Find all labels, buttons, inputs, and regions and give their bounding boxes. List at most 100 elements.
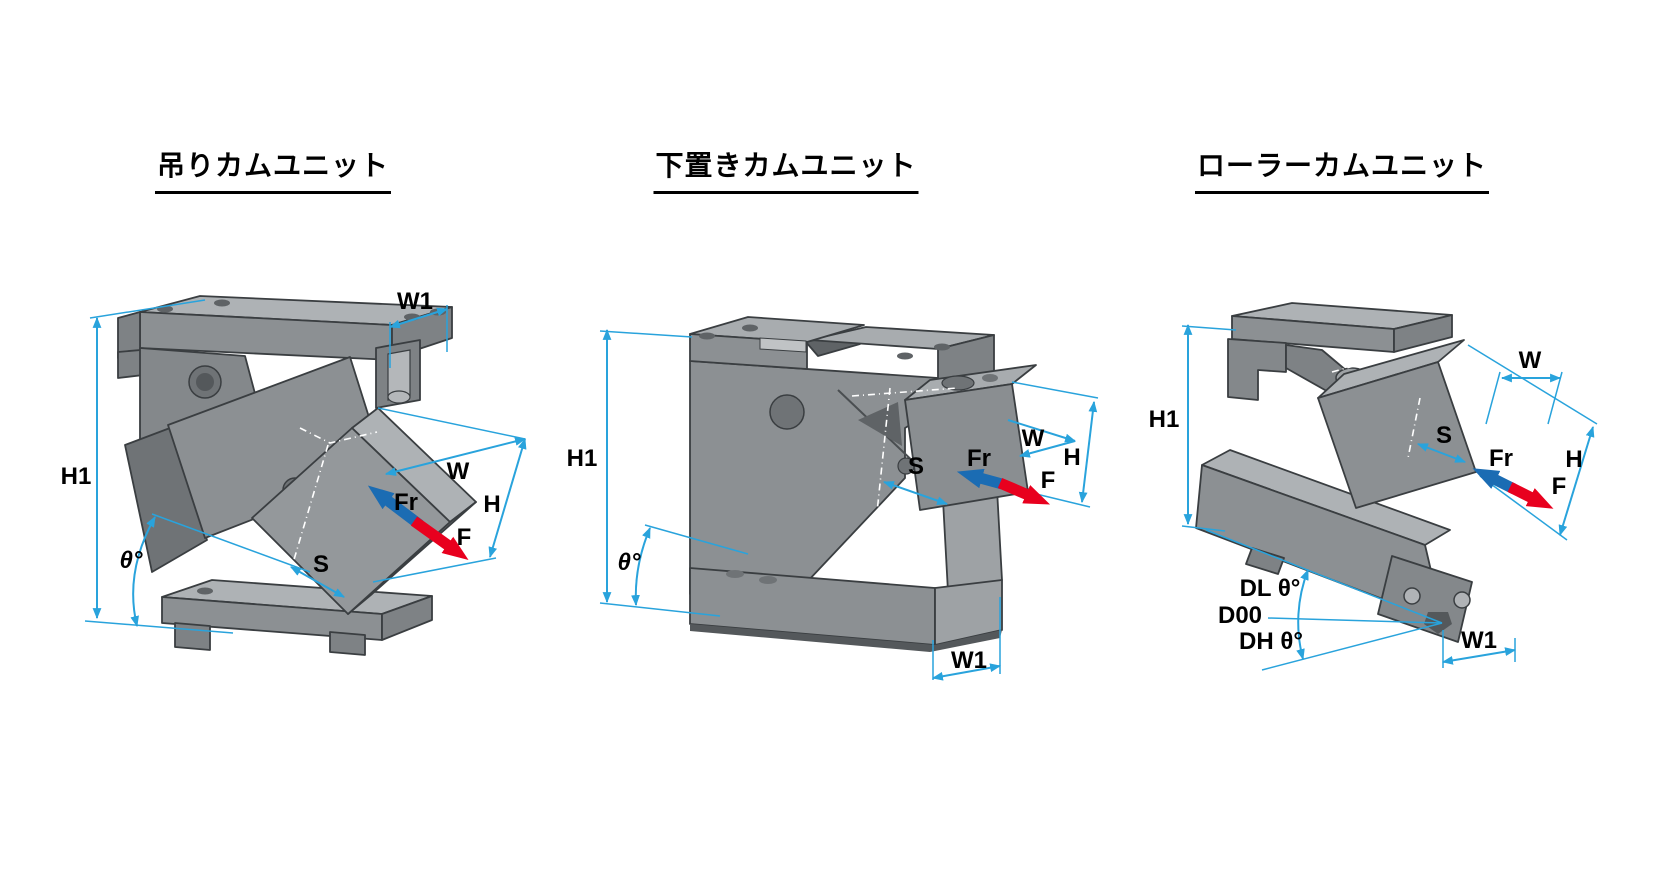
h-dimension: [1558, 425, 1595, 537]
dimension-lines: [599, 328, 1099, 681]
label-h: H: [483, 491, 500, 518]
dl-angle-line: [1205, 529, 1443, 624]
label-theta: θ°: [120, 547, 143, 574]
extension-line: [1027, 491, 1091, 508]
label-s: S: [1436, 422, 1452, 449]
hole: [769, 394, 805, 430]
title-bottom-mounted-cam-unit: 下置きカムユニット: [653, 144, 919, 194]
bolt-head: [1403, 587, 1421, 605]
label-h: H: [1565, 446, 1582, 473]
extension-line: [1181, 525, 1226, 532]
theta-arc: [130, 516, 156, 628]
w-dimension: [1018, 440, 1076, 458]
centerline: [299, 427, 378, 444]
guide-pin: [387, 390, 411, 404]
bolt-hole: [742, 324, 758, 332]
label-fr: Fr: [1489, 445, 1513, 472]
label-fr: Fr: [394, 489, 418, 516]
bolt-hole: [726, 570, 744, 578]
diagram-bottom-mounted-cam-unit: H1 θ° W H Fr F S W1: [567, 316, 1099, 681]
diagram-hanging-cam-unit: H1 W1 W H Fr F S θ°: [61, 288, 527, 656]
extension-line: [84, 620, 234, 634]
label-d00: D00: [1218, 602, 1262, 629]
press-force-arrow: [997, 477, 1051, 505]
label-w: W: [1022, 425, 1045, 452]
centerline: [1407, 397, 1421, 459]
press-force-arrow: [1507, 482, 1554, 509]
label-w: W: [447, 458, 470, 485]
bolt-hole: [897, 352, 913, 360]
body-face: [329, 631, 366, 656]
label-h1: H1: [1149, 406, 1180, 433]
body-face: [689, 360, 939, 601]
press-force-arrow: [410, 516, 469, 560]
h-dimension: [488, 437, 527, 559]
centerline: [1331, 351, 1405, 373]
label-dl-theta: DL θ°: [1240, 575, 1301, 602]
label-w: W: [1519, 347, 1542, 374]
roller-detail: [941, 375, 975, 391]
dimension-lines: [1181, 323, 1598, 671]
bolt-head: [1453, 591, 1471, 609]
w1-dimension: [931, 663, 1002, 681]
label-f: F: [1552, 473, 1567, 500]
h-dimension: [1078, 400, 1098, 504]
bolt-hole: [699, 332, 715, 340]
body-face: [1393, 314, 1453, 353]
extension-line: [89, 299, 206, 319]
label-f: F: [1041, 467, 1056, 494]
dh-angle-line: [1261, 622, 1443, 671]
counterbore-hole: [196, 373, 214, 391]
label-dh-theta: DH θ°: [1239, 628, 1303, 655]
s-dimension: [882, 481, 949, 505]
body-shadow: [690, 624, 1002, 652]
diagram-roller-cam-unit: H1 W S Fr F H W1 DL θ° D00 DH θ°: [1149, 302, 1598, 671]
w-dimension: [1007, 419, 1077, 443]
s-dimension: [290, 566, 345, 598]
step-strip: [759, 337, 807, 353]
label-w1: W1: [397, 288, 433, 315]
label-w1: W1: [951, 647, 987, 674]
w1-dimension: [388, 307, 449, 329]
label-s: S: [313, 551, 329, 578]
label-theta: θ°: [618, 549, 641, 576]
bolt-hole: [759, 576, 777, 584]
w1-dimension: [1441, 647, 1517, 665]
label-f: F: [457, 524, 472, 551]
title-hanging-cam-unit: 吊りカムユニット: [154, 144, 392, 194]
bolt-hole: [934, 343, 950, 351]
extension-line: [1181, 325, 1237, 331]
extension-line: [1467, 344, 1598, 425]
bolt-hole: [214, 299, 230, 307]
centerline: [292, 444, 329, 564]
centerline: [851, 387, 959, 397]
centerline: [875, 387, 891, 523]
bolt-hole: [197, 587, 213, 595]
extension-line: [372, 557, 497, 583]
return-force-arrow: [956, 468, 1004, 490]
force-arrows: [956, 468, 1051, 505]
extension-line: [599, 602, 721, 617]
s-dimension: [1416, 443, 1467, 463]
extension-line: [1485, 371, 1501, 425]
body-face: [1227, 338, 1287, 401]
force-arrows: [367, 485, 469, 560]
angle-arc: [1296, 568, 1309, 661]
label-h1: H1: [567, 445, 598, 472]
roller-detail: [982, 374, 998, 382]
machine-body: [1195, 302, 1477, 643]
dimension-lines: [84, 299, 527, 634]
label-h1: H1: [61, 463, 92, 490]
cam-pocket: [858, 402, 902, 446]
title-roller-cam-unit: ローラーカムユニット: [1194, 144, 1490, 194]
extension-line: [377, 407, 526, 440]
label-w1: W1: [1461, 627, 1497, 654]
label-fr: Fr: [967, 445, 991, 472]
machine-body: [117, 295, 477, 656]
force-arrows: [1472, 468, 1554, 509]
body-face: [174, 622, 211, 651]
label-s: S: [908, 453, 924, 480]
label-h: H: [1063, 444, 1080, 471]
